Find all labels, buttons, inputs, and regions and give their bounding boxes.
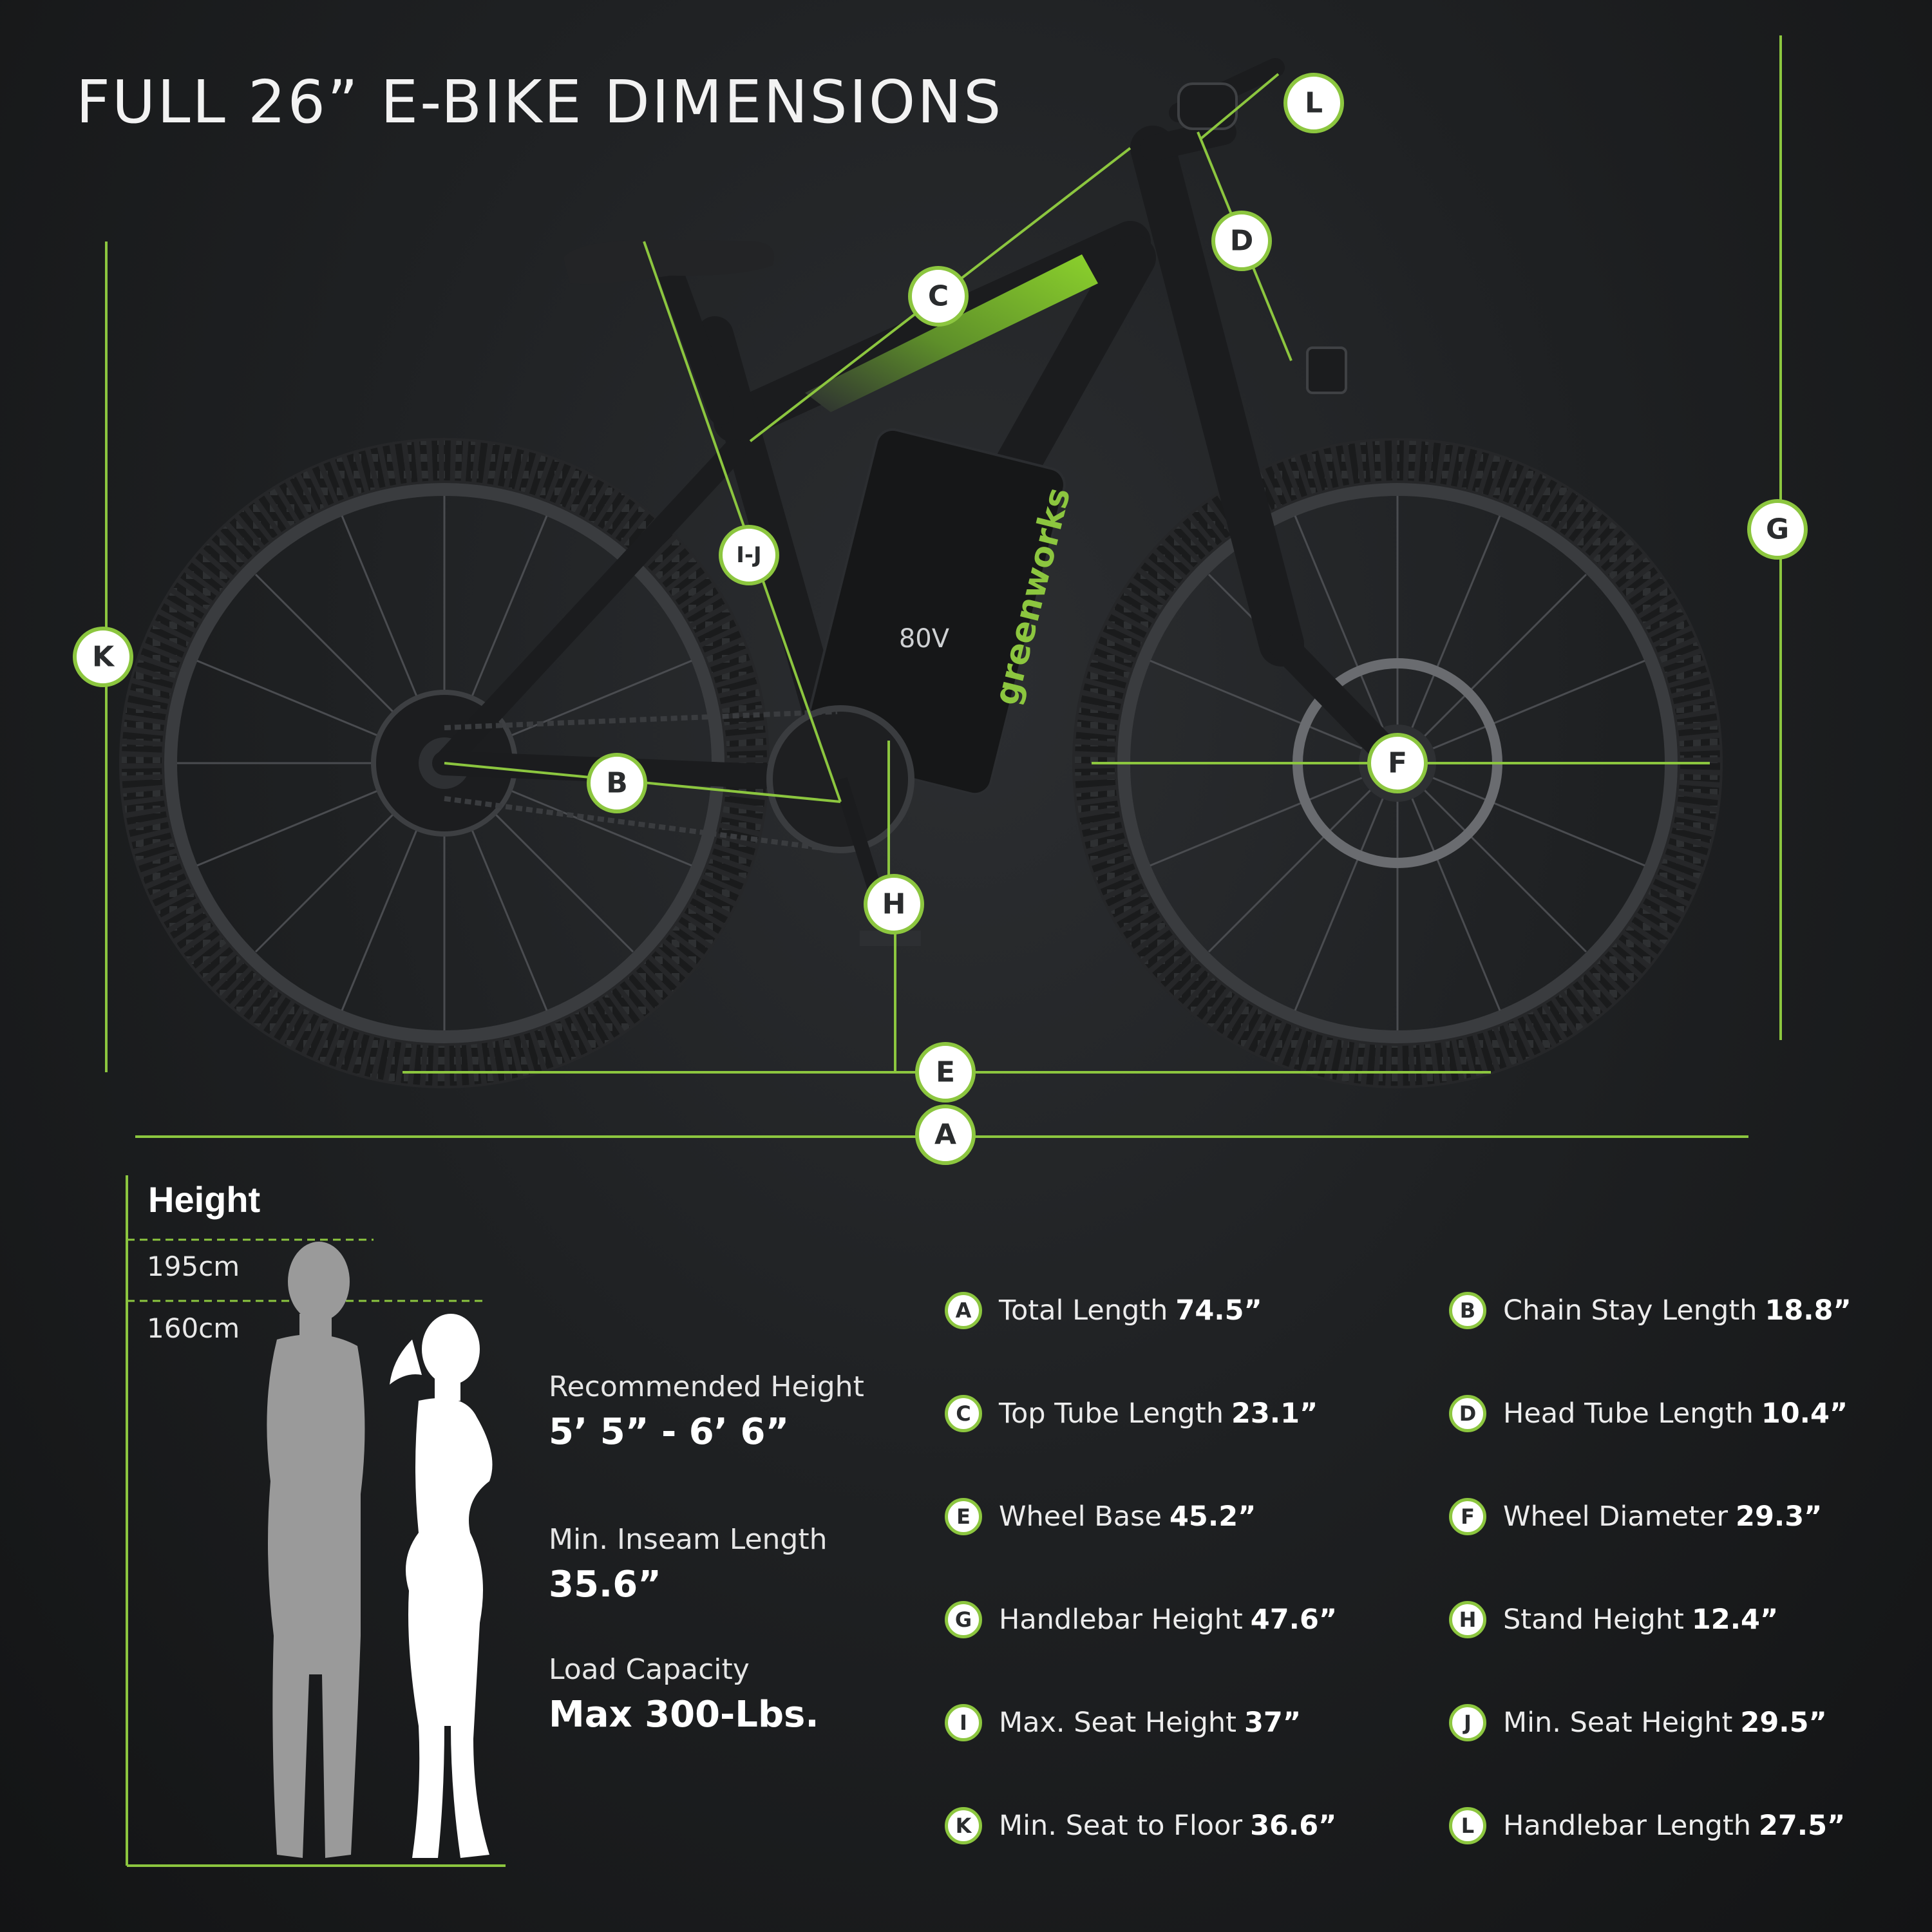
svg-text:E: E — [936, 1056, 955, 1089]
spec-label: Handlebar Length — [1503, 1810, 1751, 1842]
top-tube-accent — [805, 254, 1098, 412]
spec-value: 47.6” — [1250, 1604, 1338, 1636]
callout-b: B — [587, 753, 647, 813]
svg-text:G: G — [1766, 513, 1789, 546]
spec-label: Stand Height — [1503, 1604, 1684, 1636]
callout-c: C — [908, 266, 969, 327]
handlebar-display — [1177, 82, 1238, 130]
stat-load-capacity: Load Capacity Max 300-Lbs. — [549, 1653, 819, 1736]
spec-badge: A — [945, 1292, 982, 1329]
svg-text:A: A — [934, 1119, 956, 1151]
callout-g: G — [1747, 499, 1808, 560]
headlight — [1306, 346, 1347, 394]
spec-badge: C — [945, 1395, 982, 1432]
spec-value: 27.5” — [1758, 1810, 1846, 1842]
spec-badge: I — [945, 1704, 982, 1741]
spec-badge: E — [945, 1498, 982, 1535]
svg-text:D: D — [1230, 225, 1254, 258]
spec-label: Min. Seat to Floor — [999, 1810, 1243, 1842]
callout-k: K — [73, 627, 133, 687]
spec-label: Handlebar Height — [999, 1604, 1243, 1636]
height-chart-title: Height — [148, 1179, 261, 1220]
spec-badge: D — [1449, 1395, 1486, 1432]
spec-badge: B — [1449, 1292, 1486, 1329]
stat-value: Max 300-Lbs. — [549, 1694, 819, 1736]
stat-label: Recommended Height — [549, 1370, 864, 1403]
spec-value: 74.5” — [1175, 1294, 1262, 1327]
spec-value: 36.6” — [1250, 1810, 1337, 1842]
svg-text:F: F — [1388, 747, 1407, 780]
height-chart — [126, 1175, 506, 1867]
stat-recommended-height: Recommended Height 5’ 5” - 6’ 6” — [549, 1370, 864, 1453]
spec-label: Wheel Diameter — [1503, 1501, 1728, 1533]
spec-label: Max. Seat Height — [999, 1707, 1237, 1739]
height-mark-160: 160cm — [147, 1312, 240, 1344]
svg-text:C: C — [928, 280, 949, 313]
spec-label: Min. Seat Height — [1503, 1707, 1733, 1739]
callout-l: L — [1283, 73, 1344, 133]
stat-value: 35.6” — [549, 1564, 661, 1605]
svg-text:H: H — [882, 888, 906, 921]
callout-f: F — [1367, 733, 1428, 793]
spec-label: Total Length — [999, 1294, 1168, 1327]
spec-label: Head Tube Length — [1503, 1397, 1754, 1430]
spec-value: 12.4” — [1691, 1604, 1779, 1636]
saddle — [564, 239, 775, 285]
callout-ij: I-J — [719, 525, 779, 585]
stat-label: Min. Inseam Length — [549, 1523, 828, 1556]
spec-badge: G — [945, 1601, 982, 1638]
stat-label: Load Capacity — [549, 1653, 750, 1686]
spec-badge: H — [1449, 1601, 1486, 1638]
svg-text:K: K — [92, 641, 115, 674]
spec-badge: F — [1449, 1498, 1486, 1535]
stat-inseam: Min. Inseam Length 35.6” — [549, 1523, 827, 1605]
spec-value: 18.8” — [1765, 1294, 1852, 1327]
spec-value: 29.3” — [1736, 1501, 1823, 1533]
height-mark-195: 195cm — [147, 1251, 240, 1282]
callout-a: A — [915, 1104, 976, 1165]
male-silhouette — [267, 1242, 365, 1858]
spec-value: 23.1” — [1231, 1397, 1318, 1430]
svg-text:B: B — [606, 767, 628, 800]
spec-badge: L — [1449, 1807, 1486, 1844]
spec-value: 10.4” — [1761, 1397, 1848, 1430]
spec-value: 37” — [1244, 1707, 1302, 1739]
spec-label: Wheel Base — [999, 1501, 1162, 1533]
callout-e: E — [915, 1042, 976, 1103]
svg-text:I-J: I-J — [736, 542, 761, 568]
spec-label: Top Tube Length — [999, 1397, 1224, 1430]
page-title: FULL 26” E-BIKE DIMENSIONS — [76, 68, 1003, 137]
spec-badge: J — [1449, 1704, 1486, 1741]
spec-value: 45.2” — [1170, 1501, 1256, 1533]
battery-label: 80V — [899, 624, 950, 654]
svg-text:L: L — [1305, 87, 1323, 120]
female-silhouette — [390, 1314, 493, 1858]
spec-value: 29.5” — [1740, 1707, 1827, 1739]
callout-d: D — [1211, 211, 1272, 271]
spec-badge: K — [945, 1807, 982, 1844]
spec-label: Chain Stay Length — [1503, 1294, 1757, 1327]
stat-value: 5’ 5” - 6’ 6” — [549, 1411, 790, 1453]
callout-h: H — [864, 874, 924, 934]
